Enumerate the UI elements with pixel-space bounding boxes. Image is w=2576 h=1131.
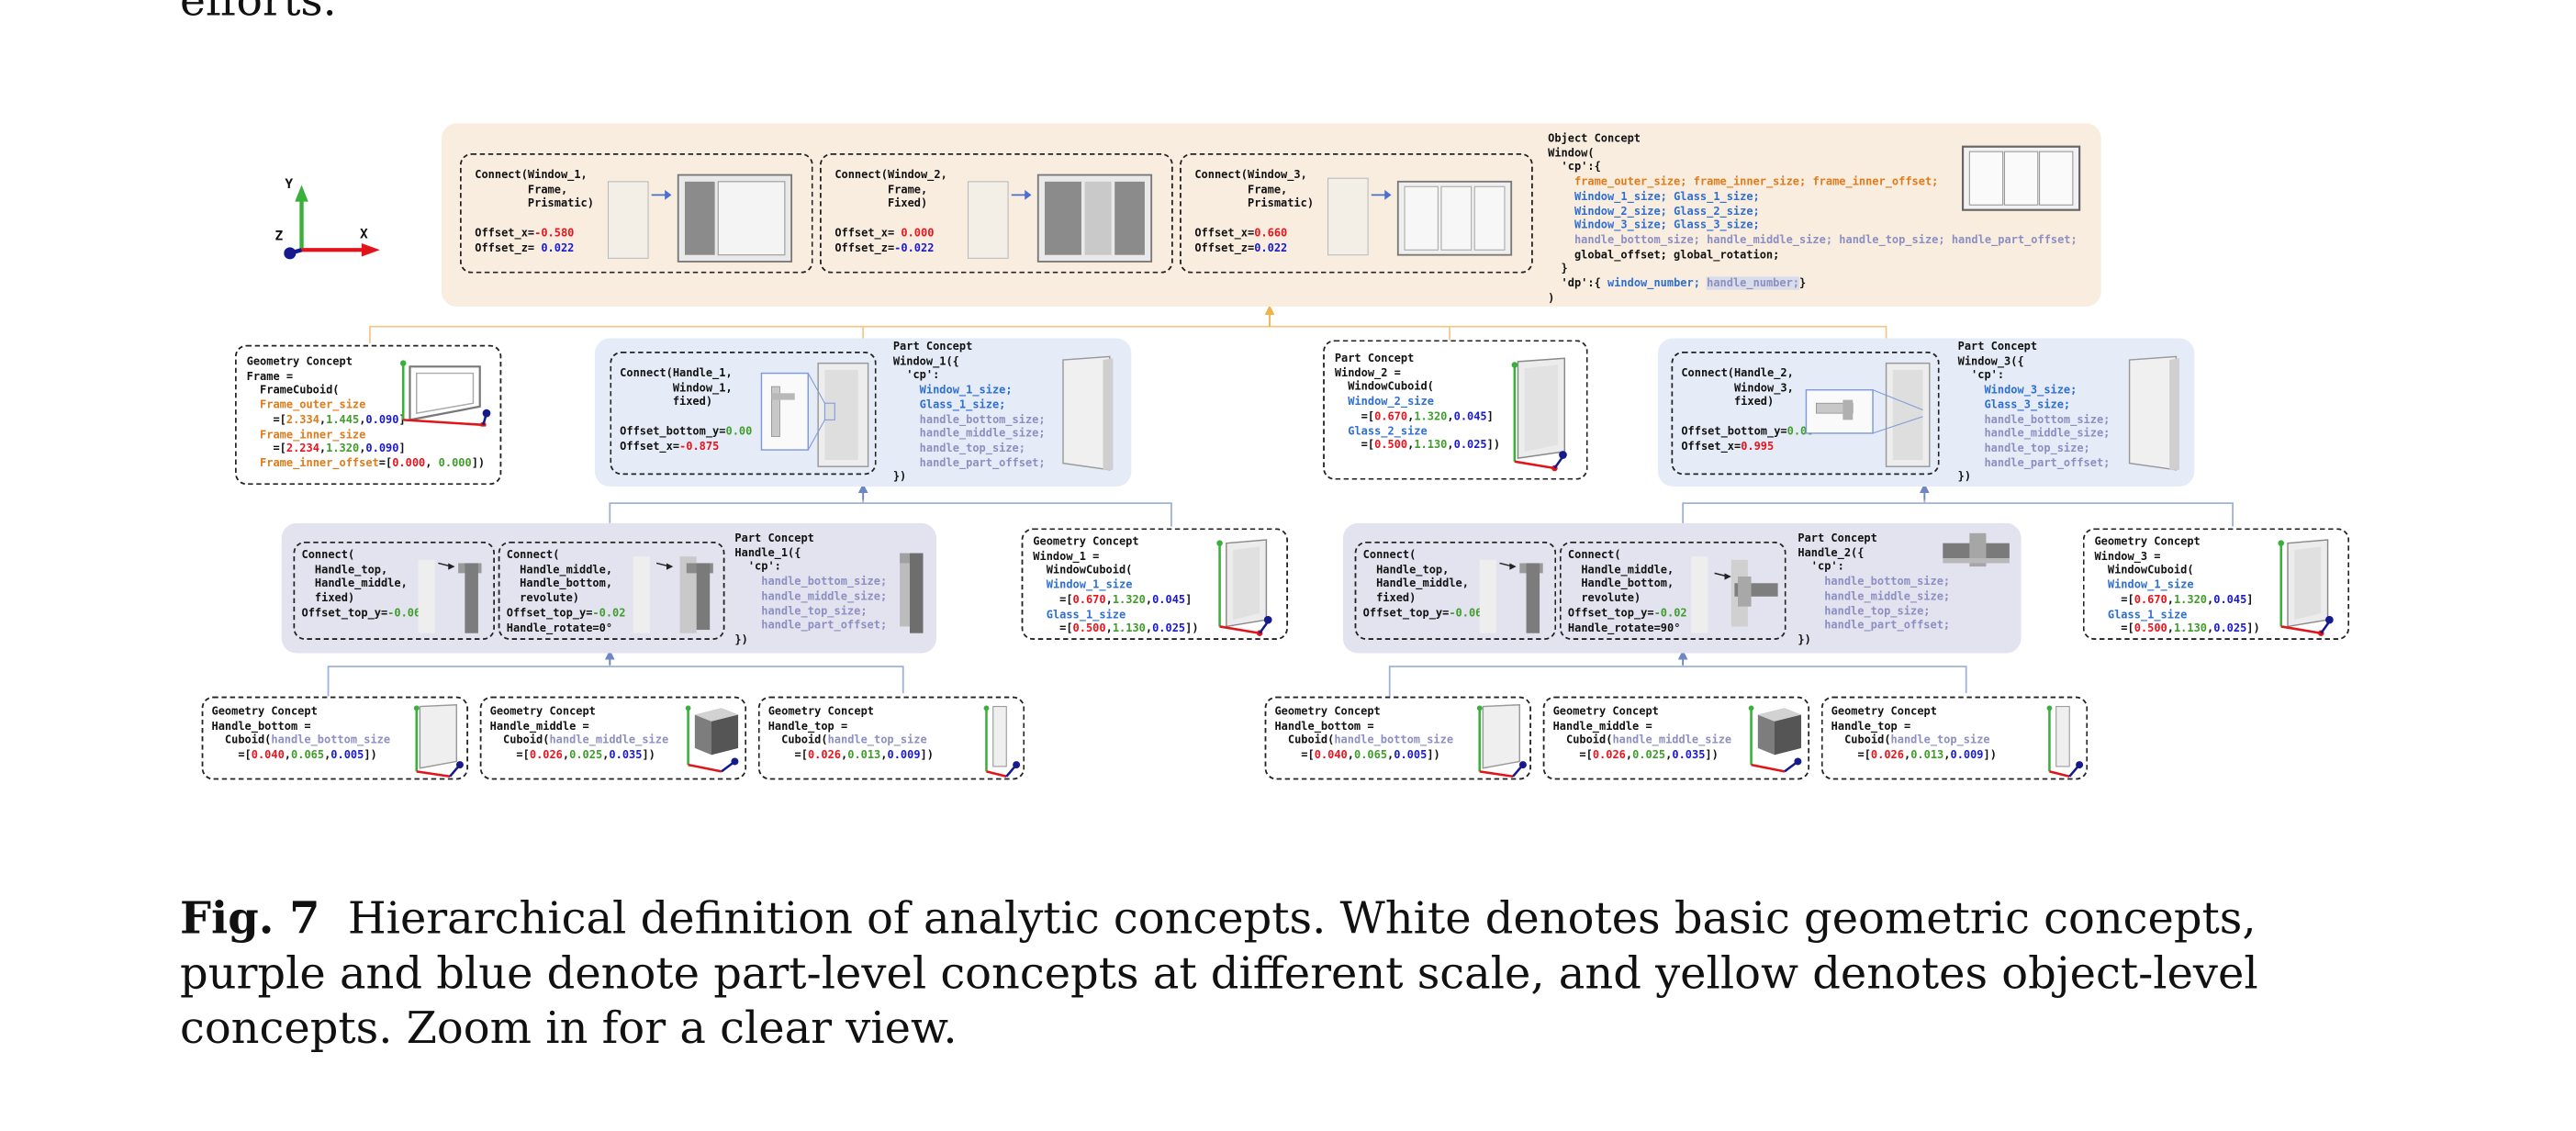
handle-on-window-3-illustration (1805, 362, 1931, 467)
window-1-geometry-box: Geometry Concept Window_1 = WindowCuboid… (1021, 528, 1288, 640)
handle1-part-code: Part Concept Window_1({ 'cp': Window_1_s… (892, 340, 1046, 484)
handle-bottom-geometry-left-code: Geometry Concept Handle_bottom = Cuboid(… (211, 704, 391, 762)
connect-handle-2-box: Connect(Handle_2, Window_3, fixed) Offse… (1671, 351, 1940, 476)
handle-middle-bottom-illustration-right (1691, 556, 1778, 633)
handle-middle-cuboid-illustration-right (1748, 705, 1802, 773)
connect-window-3-text: Connect(Window_3, Frame, Prismatic) Offs… (1194, 168, 1315, 254)
axis-gizmo (284, 185, 380, 260)
handle-middle-geometry-right-code: Geometry Concept Handle_middle = Cuboid(… (1552, 704, 1732, 762)
window-3-geometry-box: Geometry Concept Window_3 = WindowCuboid… (2082, 528, 2350, 640)
connect-top-middle-box-right: Connect( Handle_top, Handle_middle, fixe… (1354, 541, 1557, 640)
handle-top-geometry-left-code: Geometry Concept Handle_top = Cuboid(han… (767, 704, 934, 762)
window-2-part-code: Part Concept Window_2 = WindowCuboid( Wi… (1334, 351, 1501, 453)
window-1-part-thumbnail (1062, 355, 1114, 471)
window-object-thumbnail (1961, 145, 2081, 211)
handle-middle-bottom-illustration-left (633, 556, 713, 633)
handle-middle-geometry-left: Geometry Concept Handle_middle = Cuboid(… (479, 696, 747, 780)
axis-x-label: X (360, 226, 368, 242)
window-1-geometry-code: Geometry Concept Window_1 = WindowCuboid… (1033, 534, 1199, 635)
handle-top-middle-illustration-right (1479, 559, 1543, 633)
handle-bottom-cuboid-illustration-left (413, 703, 464, 778)
window-3-part-thumbnail (2128, 355, 2180, 471)
handle-top-geometry-left: Geometry Concept Handle_top = Cuboid(han… (757, 696, 1025, 780)
connect-top-middle-text-left: Connect( Handle_top, Handle_middle, fixe… (301, 548, 421, 620)
connect-middle-bottom-box-right: Connect( Handle_middle, Handle_bottom, r… (1559, 541, 1786, 640)
handle-top-cuboid-illustration-left (983, 705, 1021, 778)
connect-handle-1-text: Connect(Handle_1, Window_1, fixed) Offse… (620, 366, 753, 453)
connect-handle-2-text: Connect(Handle_2, Window_3, fixed) Offse… (1681, 366, 1814, 453)
connect-handle-1-box: Connect(Handle_1, Window_1, fixed) Offse… (610, 351, 877, 476)
handle1-subpart-code: Part Concept Handle_1({ 'cp': handle_bot… (734, 531, 888, 647)
connect-window-2-text: Connect(Window_2, Frame, Fixed) Offset_x… (834, 168, 947, 254)
handle-middle-cuboid-illustration-left (685, 705, 739, 773)
handle-on-window-1-illustration (760, 362, 869, 467)
figure-caption: Fig. 7 Hierarchical definition of analyt… (180, 891, 2396, 1057)
handle2-subpart-code: Part Concept Handle_2({ 'cp': handle_bot… (1798, 531, 1951, 647)
handle2-part-code: Part Concept Window_3({ 'cp': Window_3_s… (1957, 340, 2111, 484)
connect-top-middle-box-left: Connect( Handle_top, Handle_middle, fixe… (293, 541, 496, 640)
handle-bottom-geometry-right-code: Geometry Concept Handle_bottom = Cuboid(… (1274, 704, 1454, 762)
handle1-subpart-panel (281, 522, 937, 654)
frame-cuboid-illustration (399, 360, 491, 427)
connect-middle-bottom-box-left: Connect( Handle_middle, Handle_bottom, r… (498, 541, 725, 640)
caption-text: Hierarchical definition of analytic conc… (180, 892, 2258, 1055)
connect-window-3-box: Connect(Window_3, Frame, Prismatic) Offs… (1180, 152, 1533, 274)
object-concept-code: Object Concept Window( 'cp':{ frame_oute… (1548, 131, 2078, 305)
handle-top-middle-illustration-left (418, 559, 482, 633)
connect-middle-bottom-text-right: Connect( Handle_middle, Handle_bottom, r… (1567, 548, 1687, 634)
handle-top-geometry-right: Geometry Concept Handle_top = Cuboid(han… (1820, 696, 2089, 780)
window-slide-illustration-3 (1327, 177, 1513, 256)
window-2-part-box: Part Concept Window_2 = WindowCuboid( Wi… (1323, 340, 1588, 480)
connect-window-2-box: Connect(Window_2, Frame, Fixed) Offset_x… (819, 152, 1173, 274)
frame-geometry-box: Geometry Concept Frame = FrameCuboid( Fr… (234, 344, 502, 486)
window-slide-illustration-1 (607, 174, 793, 263)
handle-1-thumbnail (900, 553, 924, 633)
axis-y-label: Y (285, 176, 294, 192)
connect-middle-bottom-text-left: Connect( Handle_middle, Handle_bottom, r… (506, 548, 626, 634)
connect-window-1-box: Connect(Window_1, Frame, Prismatic) Offs… (459, 152, 813, 274)
window-2-cuboid-illustration (1511, 357, 1567, 472)
handle-middle-geometry-left-code: Geometry Concept Handle_middle = Cuboid(… (489, 704, 669, 762)
connect-window-1-text: Connect(Window_1, Frame, Prismatic) Offs… (475, 168, 594, 254)
handle-bottom-geometry-right: Geometry Concept Handle_bottom = Cuboid(… (1264, 696, 1531, 780)
handle-bottom-geometry-left: Geometry Concept Handle_bottom = Cuboid(… (201, 696, 469, 780)
handle-top-cuboid-illustration-right (2046, 705, 2084, 778)
handle2-subpart-panel (1342, 522, 2022, 654)
frame-geometry-code: Geometry Concept Frame = FrameCuboid( Fr… (246, 354, 486, 470)
window-fixed-illustration (967, 174, 1153, 263)
window-1-cuboid-illustration (1216, 539, 1272, 636)
window-3-cuboid-illustration (2278, 539, 2334, 636)
handle-2-thumbnail (1943, 532, 2010, 567)
connect-top-middle-text-right: Connect( Handle_top, Handle_middle, fixe… (1362, 548, 1483, 620)
handle-top-geometry-right-code: Geometry Concept Handle_top = Cuboid(han… (1831, 704, 1997, 762)
axis-z-label: Z (274, 228, 284, 243)
handle-bottom-cuboid-illustration-right (1476, 703, 1527, 778)
caption-label: Fig. 7 (180, 892, 320, 946)
window-3-geometry-code: Geometry Concept Window_3 = WindowCuboid… (2094, 534, 2260, 635)
previous-text-fragment: efforts. (180, 0, 337, 28)
handle-middle-geometry-right: Geometry Concept Handle_middle = Cuboid(… (1542, 696, 1810, 780)
